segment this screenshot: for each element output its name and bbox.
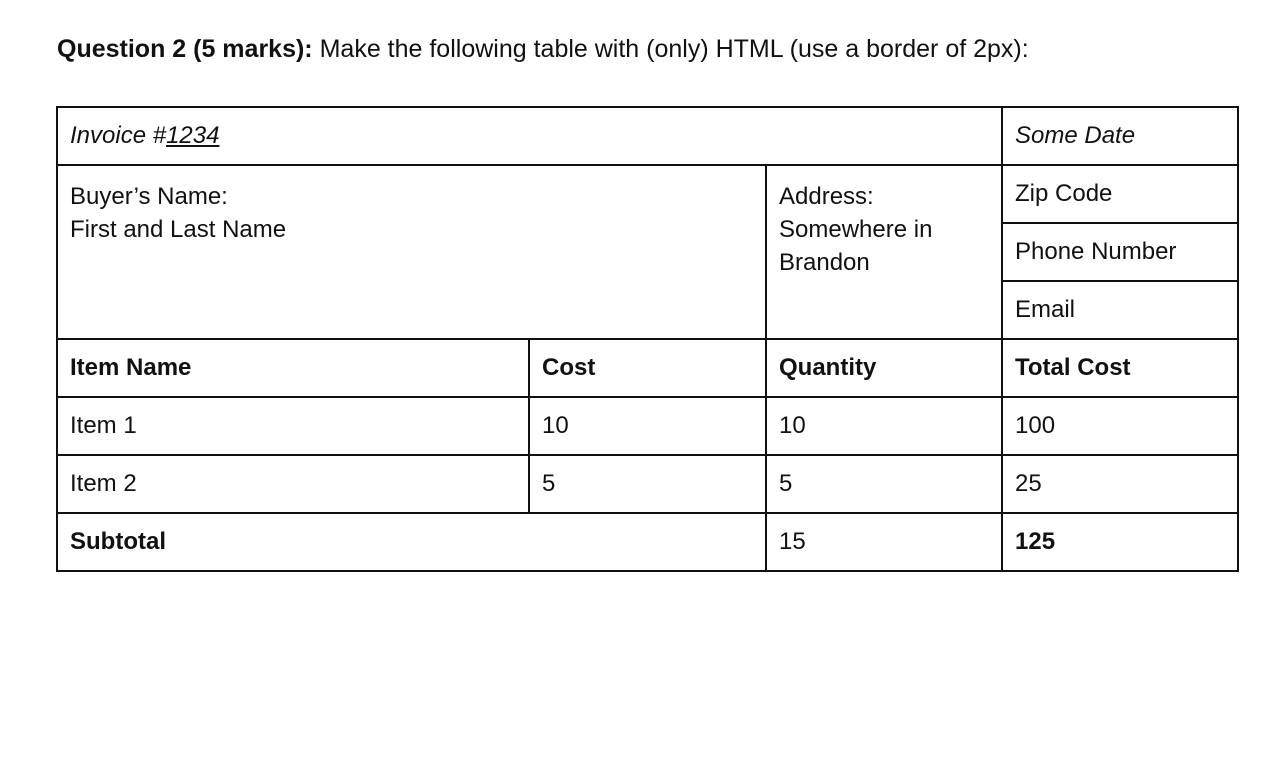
header-row: Item Name Cost Quantity Total Cost [56,338,1239,398]
buyer-name: First and Last Name [70,216,287,243]
subtotal-label: Subtotal [56,512,767,572]
invoice-row: Invoice #1234 Some Date [56,106,1239,166]
item-name-cell: Item 2 [56,454,530,514]
item-quantity-cell: 10 [765,396,1003,456]
item-quantity-cell: 5 [765,454,1003,514]
email-cell: Email [1001,280,1239,340]
question-heading: Question 2 (5 marks): Make the following… [57,31,1029,67]
item-total-cell: 25 [1001,454,1239,514]
buyer-cell: Buyer’s Name: First and Last Name [56,164,767,340]
invoice-number-cell: Invoice #1234 [56,106,1003,166]
item-cost-cell: 10 [528,396,767,456]
table-row: Item 2 5 5 25 [56,454,1239,514]
header-total-cost: Total Cost [1001,338,1239,398]
subtotal-total: 125 [1001,512,1239,572]
zip-code-cell: Zip Code [1001,164,1239,224]
item-name-cell: Item 1 [56,396,530,456]
address-line-1: Somewhere in [779,216,933,243]
address-cell: Address: Somewhere in Brandon [765,164,1003,340]
buyer-row-2: Phone Number [57,222,1239,282]
header-quantity: Quantity [765,338,1003,398]
header-cost: Cost [528,338,767,398]
address-label: Address: [779,183,874,210]
address-line-2: Brandon [779,249,870,276]
item-cost-cell: 5 [528,454,767,514]
subtotal-quantity: 15 [765,512,1003,572]
subtotal-row: Subtotal 15 125 [56,512,1239,572]
phone-number-cell: Phone Number [1001,222,1239,282]
question-text: Make the following table with (only) HTM… [312,35,1029,63]
invoice-date-cell: Some Date [1001,106,1239,166]
buyer-row-1: Buyer’s Name: First and Last Name Address… [56,164,1239,340]
invoice-number: 1234 [166,122,220,149]
item-total-cell: 100 [1001,396,1239,456]
buyer-label: Buyer’s Name: [70,183,228,210]
invoice-label: Invoice # [70,122,167,149]
invoice-table: Invoice #1234 Some Date Buyer’s Name: Fir… [56,106,1239,572]
buyer-row-3: Email [57,280,1239,340]
question-label: Question 2 (5 marks): [57,35,313,63]
table-row: Item 1 10 10 100 [56,396,1239,456]
header-item-name: Item Name [56,338,530,398]
